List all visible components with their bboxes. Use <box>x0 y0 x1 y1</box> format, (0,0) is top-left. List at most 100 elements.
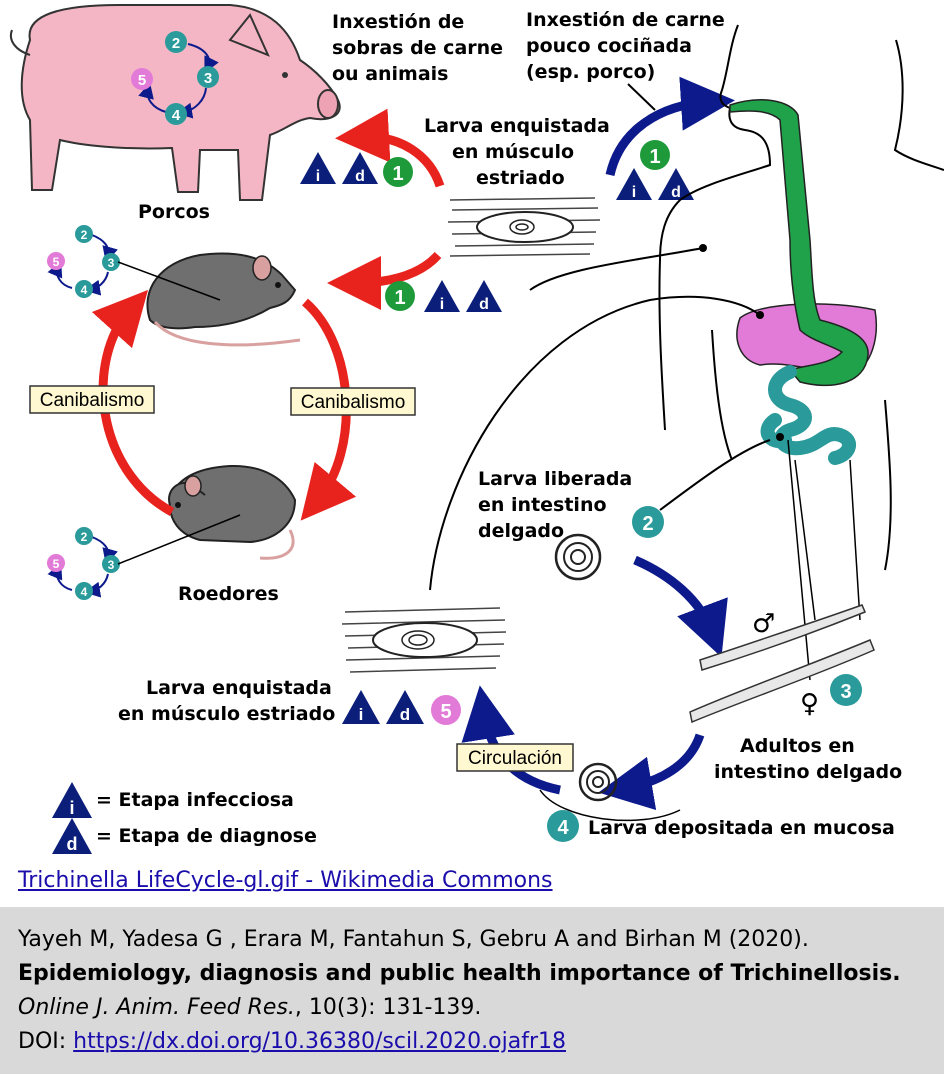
pig-step-4-badge: 4 <box>165 103 187 125</box>
svg-text:en músculo: en músculo <box>452 141 574 163</box>
rodent-top-step-2: 2 <box>75 225 93 243</box>
rodent-bottom-step-3: 3 <box>102 555 120 573</box>
rodent-bottom-step-4: 4 <box>75 582 93 600</box>
svg-text:Canibalismo: Canibalismo <box>40 390 145 411</box>
human-arrow-stage-markers: 1 i d <box>616 140 694 201</box>
svg-text:i: i <box>440 296 444 313</box>
arrow-cannibalism-left <box>91 289 175 516</box>
svg-text:2: 2 <box>81 530 88 544</box>
human-body-outline <box>658 24 944 621</box>
journal-name: Online J. Anim. Feed Res. <box>18 995 295 1020</box>
rodent-bottom-step-2: 2 <box>75 527 93 545</box>
svg-text:Larva enquistada: Larva enquistada <box>146 677 332 699</box>
citation-title: Epidemiology, diagnosis and public healt… <box>18 961 901 986</box>
svg-text:(esp. porco): (esp. porco) <box>526 61 655 83</box>
step-3-badge: 3 <box>830 674 862 706</box>
circulation-box: Circulación <box>456 743 574 772</box>
svg-text:Circulación: Circulación <box>468 748 562 769</box>
diagnostic-stage-icon-bottom: d <box>386 690 424 724</box>
svg-text:d: d <box>400 705 410 724</box>
svg-text:1: 1 <box>392 163 403 185</box>
female-symbol: ♀ <box>800 689 819 719</box>
infective-stage-icon-human: i <box>616 168 652 201</box>
svg-text:i: i <box>359 705 364 724</box>
pigs-label: Porcos <box>138 201 210 223</box>
step-1-badge-rodent: 1 <box>385 281 415 311</box>
rodent-cycle-bottom: 2 3 4 5 <box>47 514 241 600</box>
legend-infective-label: = Etapa infecciosa <box>96 789 294 811</box>
pointer-line-intestine <box>659 439 771 511</box>
pig-internal-cycle: 2 3 4 5 <box>131 31 219 125</box>
bottom-stage-markers: i d 5 <box>342 690 461 725</box>
svg-text:3: 3 <box>108 256 115 270</box>
encysted-larva-bottom-label: Larva enquistada en músculo estriado <box>118 677 335 725</box>
svg-text:d: d <box>67 834 78 854</box>
cannibalism-box-right: Canibalismo <box>290 387 416 416</box>
svg-text:3: 3 <box>108 558 115 572</box>
diagnostic-stage-icon: d <box>342 152 378 185</box>
svg-text:3: 3 <box>840 681 851 703</box>
rat-top-illustration <box>146 252 301 347</box>
larva-deposited-label: Larva depositada en mucosa <box>588 817 895 839</box>
svg-text:3: 3 <box>204 70 212 87</box>
svg-text:5: 5 <box>138 72 146 89</box>
svg-text:ou animais: ou animais <box>332 63 449 85</box>
arrow-to-pig <box>335 108 445 188</box>
diagnostic-stage-icon-human: d <box>658 168 694 201</box>
citation-doi: DOI: https://dx.doi.org/10.36380/scil.20… <box>18 1029 566 1054</box>
citation-authors: Yayeh M, Yadesa G , Erara M, Fantahun S,… <box>18 927 809 952</box>
infective-stage-icon: i <box>300 152 336 185</box>
human-to-deposit-curve <box>539 789 681 822</box>
svg-text:Inxestión de: Inxestión de <box>332 11 464 33</box>
step-1-badge: 1 <box>383 157 413 187</box>
encysted-larva-top-label: Larva enquistada en músculo estriado <box>424 115 610 189</box>
journal-volume: , 10(3): 131-139. <box>294 995 482 1020</box>
circulation-curve <box>429 295 761 591</box>
svg-text:4: 4 <box>557 817 569 839</box>
svg-text:Larva enquistada: Larva enquistada <box>424 115 610 137</box>
svg-text:1: 1 <box>394 287 405 309</box>
esophagus-illustration <box>729 99 869 387</box>
rat-bottom-illustration <box>168 464 297 560</box>
arrow-released-to-adults <box>633 555 728 658</box>
ingestion-scraps-label: Inxestión de sobras de carne ou animais <box>332 11 503 85</box>
svg-text:4: 4 <box>172 107 181 124</box>
legend: i = Etapa infecciosa d = Etapa de diagno… <box>52 782 317 854</box>
citation-journal: Online J. Anim. Feed Res., 10(3): 131-13… <box>18 995 481 1020</box>
svg-text:en músculo estriado: en músculo estriado <box>118 703 335 725</box>
deposited-larva-coil <box>578 762 618 802</box>
svg-text:delgado: delgado <box>478 520 564 542</box>
svg-text:5: 5 <box>440 701 451 723</box>
pig-step-2-badge: 2 <box>165 31 187 53</box>
rodents-label: Roedores <box>178 583 279 605</box>
svg-text:d: d <box>355 168 365 185</box>
source-link[interactable]: Trichinella LifeCycle-gl.gif - Wikimedia… <box>18 868 553 893</box>
legend-diagnostic-label: = Etapa de diagnose <box>96 825 317 847</box>
infective-stage-icon-bottom: i <box>342 690 380 724</box>
encysted-muscle-top <box>447 197 601 257</box>
legend-diagnostic-icon: d <box>52 818 92 854</box>
adults-label: Adultos en intestino delgado <box>714 735 902 783</box>
svg-text:Adultos en: Adultos en <box>740 735 855 757</box>
svg-text:4: 4 <box>81 585 88 599</box>
legend-infective-icon: i <box>52 782 92 818</box>
larva-released-label: Larva liberada en intestino delgado <box>478 468 632 542</box>
svg-text:d: d <box>671 184 681 201</box>
svg-text:en intestino: en intestino <box>478 494 607 516</box>
svg-text:5: 5 <box>53 557 60 571</box>
step-5-badge: 5 <box>431 695 461 725</box>
cannibalism-box-left: Canibalismo <box>29 385 155 414</box>
arrow-adults-to-mucosa <box>598 733 705 811</box>
svg-text:Inxestión de carne: Inxestión de carne <box>526 9 725 31</box>
male-symbol: ♂ <box>752 609 775 639</box>
pig-arrow-stage-markers: i d 1 <box>300 152 413 187</box>
svg-text:2: 2 <box>172 35 180 52</box>
rodent-top-step-5: 5 <box>47 252 65 270</box>
released-larva-coil <box>554 533 602 581</box>
doi-label: DOI: <box>18 1029 74 1054</box>
pig-step-3-badge: 3 <box>197 66 219 88</box>
rodent-bottom-step-5: 5 <box>47 554 65 572</box>
doi-link[interactable]: https://dx.doi.org/10.36380/scil.2020.oj… <box>73 1029 566 1054</box>
svg-text:2: 2 <box>81 228 88 242</box>
svg-text:i: i <box>69 798 74 818</box>
